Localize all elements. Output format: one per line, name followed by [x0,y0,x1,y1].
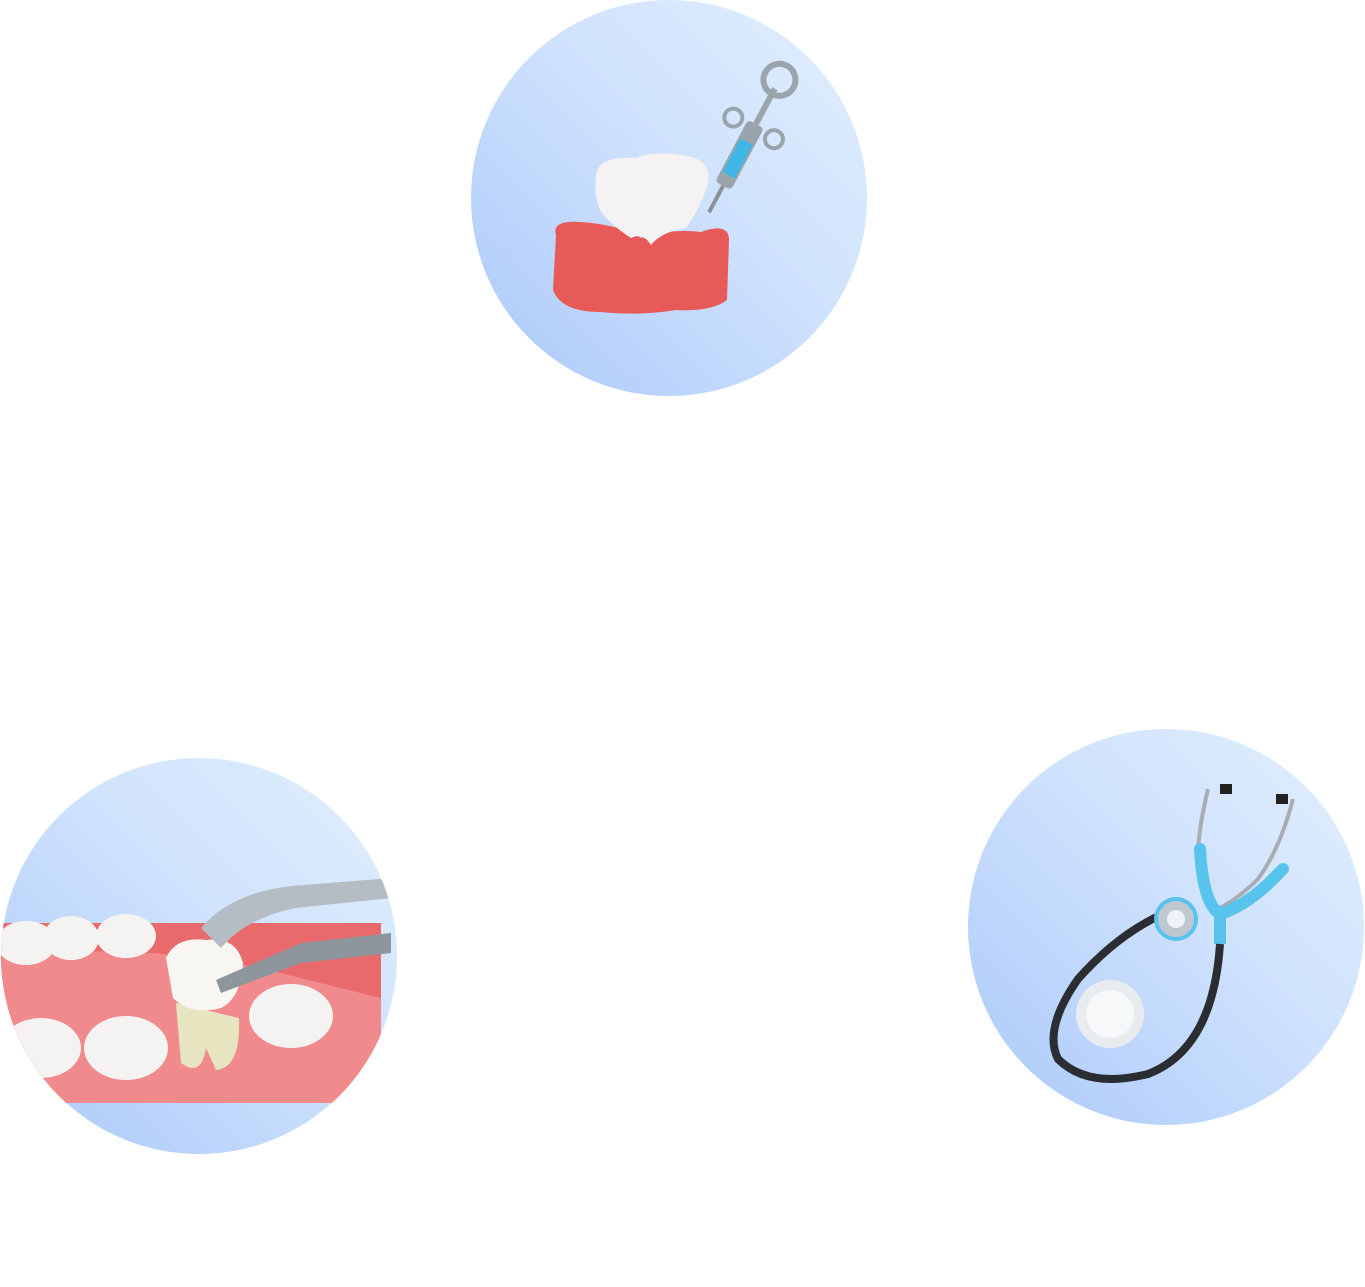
anesthesia-illustration [471,0,867,396]
tooth-extraction-illustration [1,758,397,1154]
tooth-extraction-forceps-icon [1,878,391,1103]
stethoscope-illustration [968,729,1364,1125]
tooth-anesthesia-syringe-icon [553,60,799,314]
stethoscope-icon [1049,784,1295,1083]
